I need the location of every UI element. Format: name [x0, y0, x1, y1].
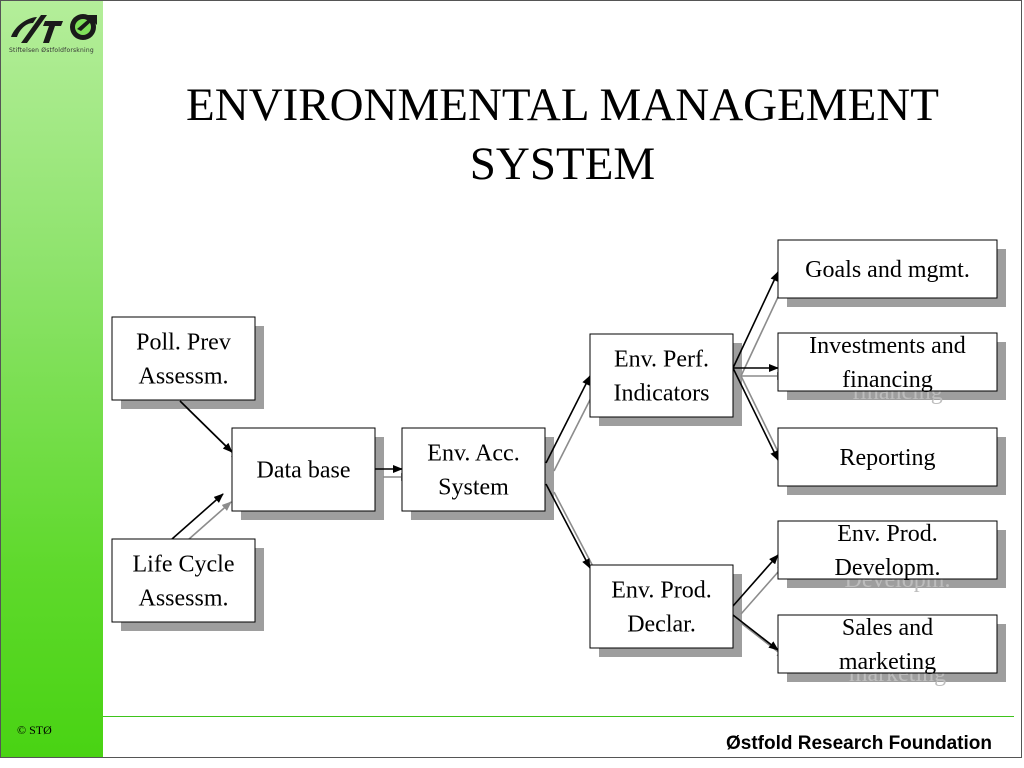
node-box-goals [777, 239, 998, 299]
node-label-epd-1: Env. Prod. [611, 578, 711, 604]
node-label-eas-1: Env. Acc. [427, 441, 519, 467]
node-develop: Env. Prod. Developm. [777, 520, 998, 581]
node-label-db-1: Data base [257, 458, 351, 484]
edge-eas-epd [545, 483, 591, 569]
edge-epi-report [732, 367, 779, 461]
node-label-epi-2: Indicators [614, 381, 710, 407]
node-label-invest-2: financing [842, 367, 933, 393]
node-label-sales-2: marketing [839, 649, 936, 675]
node-label-epd-2: Declar. [627, 612, 696, 638]
edge-lca-db [171, 493, 224, 540]
node-label-lca-2: Assessm. [138, 586, 228, 612]
edge-epd-develop [732, 554, 779, 607]
node-report: Reporting [777, 427, 998, 487]
edge-poll-db [179, 400, 233, 453]
node-label-poll-1: Poll. Prev [136, 330, 231, 356]
slide-title: ENVIRONMENTAL MANAGEMENT SYSTEM [103, 76, 1022, 194]
node-box-lca [111, 538, 256, 623]
edge-epd-sales [732, 614, 779, 651]
node-epi: Env. Perf. Indicators [589, 333, 734, 418]
node-db: Data base [231, 427, 376, 512]
edge-shadow-eas-epd [553, 491, 599, 577]
node-label-epi-1: Env. Perf. [614, 347, 709, 373]
node-label-report-1: Reporting [840, 445, 936, 471]
node-label-eas-2: System [438, 475, 509, 501]
node-box-eas [401, 427, 546, 512]
node-box-db [231, 427, 376, 512]
node-box-invest [777, 332, 998, 392]
node-sales: Sales and marketing [777, 614, 998, 675]
node-box-sales [777, 614, 998, 674]
node-label-lca-1: Life Cycle [133, 552, 235, 578]
edge-eas-epi [545, 375, 591, 464]
node-box-epi [589, 333, 734, 418]
node-label-develop-2: Developm. [835, 555, 941, 581]
copyright-text: © STØ [17, 723, 52, 737]
node-label-sales-1: Sales and [842, 615, 933, 641]
node-label-develop-1: Env. Prod. [837, 521, 937, 547]
sidebar-band: Stiftelsen Østfoldforskning © STØ [1, 1, 103, 757]
node-goals: Goals and mgmt. [777, 239, 998, 299]
edge-epi-goals [732, 271, 779, 369]
footer-divider [103, 716, 1014, 717]
node-label-invest-1: Investments and [809, 333, 966, 359]
node-box-develop [777, 520, 998, 580]
node-label-goals-1: Goals and mgmt. [805, 257, 970, 283]
node-box-poll [111, 316, 256, 401]
node-epd: Env. Prod. Declar. [589, 564, 734, 649]
title-line-2: SYSTEM [469, 138, 656, 190]
node-eas: Env. Acc. System [401, 427, 546, 512]
node-label-poll-2: Assessm. [138, 364, 228, 390]
node-box-epd [589, 564, 734, 649]
footer-organization: Østfold Research Foundation [725, 733, 992, 754]
sto-logo [11, 14, 97, 43]
node-invest: Investments and financing [777, 332, 998, 393]
title-line-1: ENVIRONMENTAL MANAGEMENT [186, 79, 939, 131]
node-box-report [777, 427, 998, 487]
logo-subtext: Stiftelsen Østfoldforskning [9, 47, 94, 54]
